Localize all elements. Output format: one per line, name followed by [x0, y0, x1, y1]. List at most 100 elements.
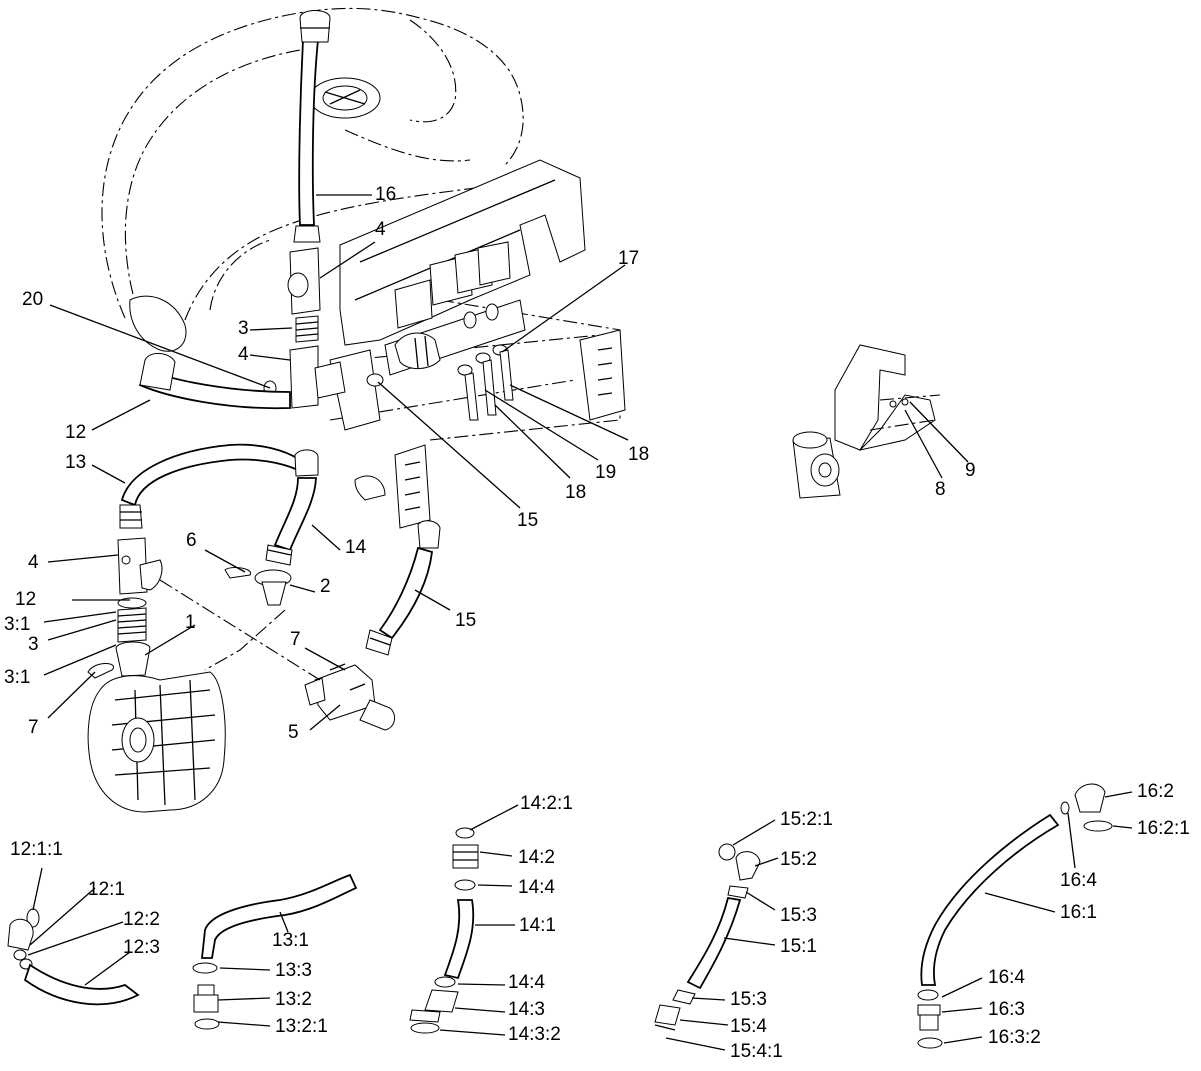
- pressure-relief-valve: [304, 663, 396, 731]
- leader-line: [509, 384, 629, 441]
- part-callout-label: 3: [238, 318, 249, 339]
- part-callout-label: 3:1: [4, 614, 30, 635]
- leader-line: [904, 409, 943, 479]
- leader-line: [457, 983, 506, 986]
- part-callout-label: 20: [22, 289, 43, 310]
- part-callout-label: 15: [455, 610, 476, 631]
- part-callout-label: 15:3: [780, 905, 817, 926]
- part-callout-label: 13:3: [275, 960, 312, 981]
- leader-line: [943, 1036, 983, 1044]
- diaphragm-pump: [87, 671, 226, 813]
- leader-line: [439, 1029, 506, 1036]
- leader-line: [984, 892, 1056, 913]
- left-fitting-stack: [87, 537, 163, 679]
- part-callout-label: 15:2: [780, 849, 817, 870]
- leader-line: [723, 937, 776, 946]
- part-callout-label: 16:4: [1060, 870, 1097, 891]
- leader-line: [941, 1007, 983, 1013]
- leader-line: [27, 921, 124, 956]
- hose-15: [365, 520, 441, 656]
- leader-line: [217, 997, 271, 1001]
- leader-line: [304, 647, 346, 671]
- leader-line: [29, 887, 96, 946]
- part-callout-label: 12: [15, 589, 36, 610]
- leader-line: [469, 804, 519, 831]
- leader-line: [501, 264, 626, 353]
- leader-line: [1067, 812, 1076, 869]
- part-callout-label: 12:2: [123, 909, 160, 930]
- boom-valve-manifold: [366, 241, 526, 421]
- leader-line: [909, 401, 969, 463]
- part-callout-label: 15:2:1: [780, 809, 833, 830]
- part-callout-label: 19: [595, 462, 616, 483]
- part-callout-label: 5: [288, 722, 299, 743]
- tee-fitting-column: [263, 247, 346, 409]
- leader-line: [377, 381, 521, 509]
- part-callout-label: 9: [965, 460, 976, 481]
- leader-line: [691, 997, 726, 1001]
- part-callout-label: 4: [28, 552, 39, 573]
- leader-line: [745, 891, 776, 911]
- part-callout-label: 13: [65, 452, 86, 473]
- leader-line: [204, 549, 246, 573]
- part-callout-label: 7: [28, 717, 39, 738]
- leader-line: [279, 911, 289, 933]
- part-callout-label: 12:1:1: [10, 839, 63, 860]
- leader-line: [289, 584, 316, 593]
- leader-line: [941, 977, 983, 998]
- leader-line: [494, 404, 571, 479]
- part-callout-label: 4: [238, 344, 249, 365]
- exploded-14: [409, 827, 479, 1034]
- part-callout-label: 16:4: [988, 967, 1025, 988]
- part-callout-label: 16:1: [1060, 902, 1097, 923]
- part-callout-label: 13:2: [275, 989, 312, 1010]
- leader-line: [1112, 825, 1133, 829]
- part-callout-label: 2: [320, 576, 331, 597]
- leader-line: [91, 464, 126, 484]
- leader-line: [47, 619, 117, 641]
- exploded-13: [192, 873, 358, 1030]
- part-callout-label: 14:2:1: [520, 793, 573, 814]
- leader-line: [91, 399, 151, 431]
- part-callout-label: 16:3: [988, 999, 1025, 1020]
- leader-line: [732, 819, 776, 846]
- part-callout-label: 14:4: [518, 877, 555, 898]
- leader-line: [47, 671, 96, 719]
- leader-line: [754, 857, 779, 867]
- leader-line: [49, 304, 271, 389]
- leader-line: [454, 1007, 506, 1013]
- bracket-detail: [792, 344, 941, 499]
- leader-line: [217, 1021, 271, 1027]
- leader-line: [479, 851, 513, 857]
- leader-line: [477, 884, 513, 887]
- leader-line: [43, 611, 117, 623]
- leader-line: [219, 967, 271, 971]
- part-callout-label: 8: [935, 479, 946, 500]
- exploded-16: [917, 783, 1113, 1049]
- leader-line: [249, 354, 291, 361]
- part-callout-label: 15:3: [730, 989, 767, 1010]
- exploded-15: [654, 843, 761, 1031]
- leader-line: [311, 524, 341, 551]
- part-callout-label: 16:2:1: [1137, 818, 1190, 839]
- part-callout-label: 15:4: [730, 1016, 767, 1037]
- leader-line: [679, 1019, 729, 1026]
- hose-12-13: [119, 353, 302, 529]
- part-callout-label: 18: [565, 482, 586, 503]
- leader-line: [484, 389, 599, 461]
- part-callout-label: 16: [375, 184, 396, 205]
- part-callout-label: 14:2: [518, 847, 555, 868]
- leader-line: [32, 867, 43, 911]
- part-callout-label: 16:3:2: [988, 1027, 1041, 1048]
- part-callout-label: 13:1: [272, 930, 309, 951]
- part-callout-label: 15:1: [780, 936, 817, 957]
- leader-line: [665, 1037, 726, 1051]
- exploded-12: [7, 908, 140, 1006]
- part-callout-label: 12:1: [88, 879, 125, 900]
- part-callout-label: 13:2:1: [275, 1016, 328, 1037]
- callout-labels: 12333:13:1444567789121213141515161718181…: [4, 184, 1190, 1062]
- hose-16: [293, 10, 331, 243]
- leader-line: [43, 644, 117, 676]
- hose-14: [224, 449, 319, 606]
